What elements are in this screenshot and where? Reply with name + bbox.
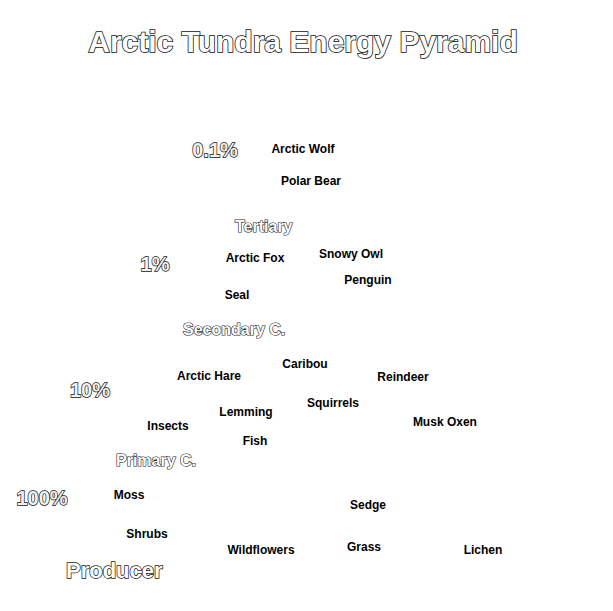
species-name: Arctic Hare bbox=[177, 370, 241, 384]
pyramid-band: 100% MossSedgeShrubsGrass Wildflowers Liche… bbox=[0, 472, 613, 585]
percentage-label: 0.1% bbox=[192, 139, 238, 162]
pyramid-band: 10% CaribouArctic Hare ReindeerSquirrelsLe… bbox=[0, 345, 613, 472]
band-fill bbox=[96, 345, 510, 472]
level-label: Tertiary bbox=[235, 218, 293, 236]
percentage-label: 1% bbox=[141, 253, 170, 276]
species-name: Insects bbox=[147, 420, 188, 434]
species-name: Shrubs bbox=[126, 528, 167, 542]
species-name: Polar Bear bbox=[281, 175, 341, 189]
band-fill bbox=[37, 472, 569, 585]
species-name: Seal bbox=[225, 289, 250, 303]
polar-bear-picture bbox=[315, 193, 361, 230]
species-name: Arctic Fox bbox=[226, 252, 285, 266]
species-name: Caribou bbox=[282, 358, 327, 372]
species-name: Penguin bbox=[344, 274, 391, 288]
penguin-picture bbox=[348, 292, 400, 340]
lichen-picture bbox=[443, 487, 518, 534]
band-fill bbox=[219, 75, 388, 237]
pyramid-band: 0.1% Arctic WolfPolar BearTertiary bbox=[0, 75, 613, 237]
species-name: Snowy Owl bbox=[319, 248, 383, 262]
species-name: Lemming bbox=[219, 406, 272, 420]
band-shape bbox=[0, 237, 613, 345]
level-label: Producer bbox=[66, 558, 163, 583]
species-name: Reindeer bbox=[377, 371, 428, 385]
species-name: Sedge bbox=[350, 499, 386, 513]
species-name: Moss bbox=[114, 489, 145, 503]
level-label: Primary C. bbox=[116, 452, 196, 470]
band-fill bbox=[162, 237, 444, 345]
pyramid-band: 1% Arctic Fox Snowy OwlPenguinSealSecondar… bbox=[0, 237, 613, 345]
level-label: Secondary C. bbox=[183, 321, 285, 339]
percentage-label: 10% bbox=[70, 379, 110, 402]
species-name: Grass bbox=[347, 541, 381, 555]
species-name: Musk Oxen bbox=[413, 416, 477, 430]
species-name: Arctic Wolf bbox=[271, 143, 334, 157]
percentage-label: 100% bbox=[16, 487, 67, 510]
species-name: Fish bbox=[243, 435, 268, 449]
diagram-title: Arctic Tundra Energy Pyramid bbox=[88, 25, 518, 60]
squirrel-picture bbox=[306, 418, 355, 458]
wildflowers-picture bbox=[224, 488, 276, 530]
species-name: Wildflowers bbox=[227, 544, 294, 558]
species-name: Lichen bbox=[464, 544, 503, 558]
species-name: Squirrels bbox=[307, 397, 359, 411]
